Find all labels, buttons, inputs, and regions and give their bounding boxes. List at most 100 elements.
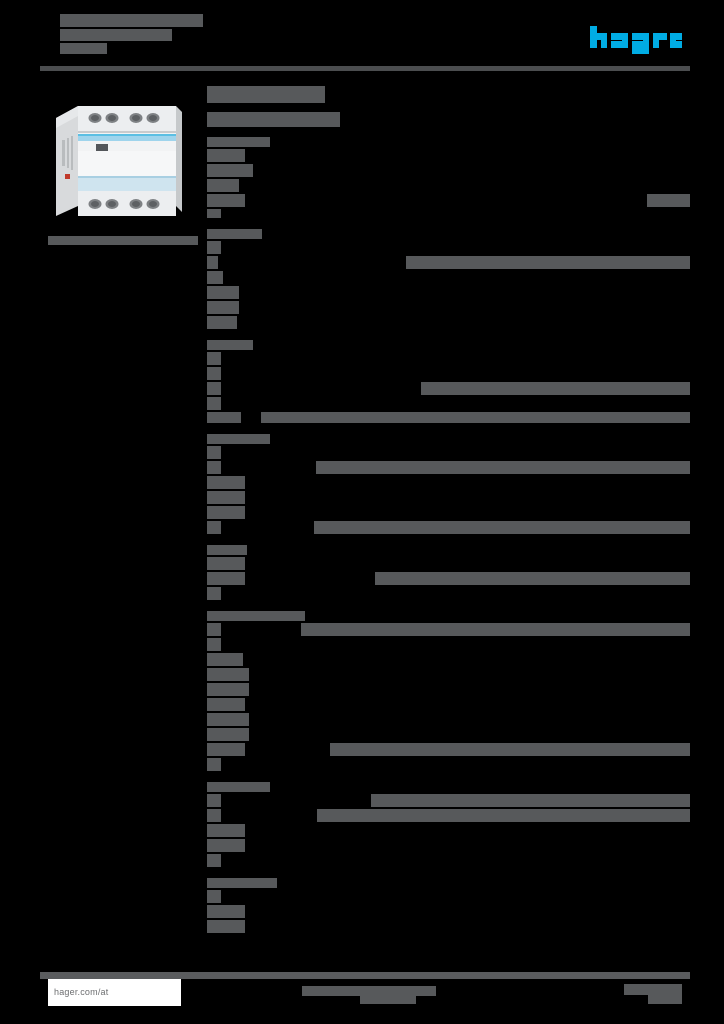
spec-row-separator bbox=[249, 713, 690, 726]
spec-row bbox=[207, 271, 690, 284]
product-reference bbox=[207, 112, 340, 127]
spec-row-separator bbox=[239, 179, 690, 192]
spec-rows bbox=[207, 794, 690, 867]
spec-row bbox=[207, 382, 690, 395]
spec-row bbox=[207, 241, 690, 254]
spec-row bbox=[207, 713, 690, 726]
footer-center-text-secondary bbox=[360, 996, 416, 1004]
section-spacer bbox=[207, 602, 690, 611]
spec-section-heading bbox=[207, 434, 270, 444]
product-image bbox=[48, 88, 198, 228]
spec-row-separator bbox=[245, 491, 690, 504]
footer-page-number bbox=[624, 984, 682, 995]
spec-row bbox=[207, 638, 690, 651]
spec-row-separator bbox=[221, 638, 690, 651]
spec-row bbox=[207, 412, 690, 423]
spec-row bbox=[207, 397, 690, 410]
spec-rows bbox=[207, 352, 690, 423]
section-spacer bbox=[207, 536, 690, 545]
spec-row-separator bbox=[245, 824, 690, 837]
spec-section bbox=[207, 878, 690, 933]
spec-row-separator bbox=[245, 920, 690, 933]
spec-row-separator bbox=[221, 461, 316, 474]
spec-section-heading bbox=[207, 611, 305, 621]
spec-row bbox=[207, 286, 690, 299]
spec-row bbox=[207, 521, 690, 534]
spec-row-value bbox=[647, 194, 690, 207]
spec-row-separator bbox=[245, 506, 690, 519]
spec-rows bbox=[207, 890, 690, 933]
page-header bbox=[0, 0, 724, 76]
spec-row-separator bbox=[245, 194, 647, 207]
spec-row-separator bbox=[245, 905, 690, 918]
spec-row-separator bbox=[239, 301, 690, 314]
spec-section bbox=[207, 545, 690, 600]
footer-page-meta bbox=[648, 995, 682, 1004]
spec-row-value bbox=[406, 256, 678, 269]
spec-row bbox=[207, 446, 690, 459]
spec-row bbox=[207, 920, 690, 933]
spec-row-separator bbox=[221, 446, 690, 459]
spec-row-separator bbox=[223, 271, 690, 284]
spec-row bbox=[207, 683, 690, 696]
spec-row-value bbox=[371, 794, 690, 807]
spec-row bbox=[207, 256, 690, 269]
spec-row bbox=[207, 728, 690, 741]
spec-row bbox=[207, 461, 690, 474]
spec-section bbox=[207, 137, 690, 218]
spec-row-separator bbox=[245, 476, 690, 489]
spec-row bbox=[207, 367, 690, 380]
spec-row-separator bbox=[245, 557, 690, 570]
spec-row-separator bbox=[221, 241, 690, 254]
spec-row bbox=[207, 557, 690, 570]
page-footer: hager.com/at bbox=[0, 972, 724, 1024]
spec-row bbox=[207, 905, 690, 918]
spec-row-separator bbox=[245, 743, 330, 756]
header-divider bbox=[40, 66, 690, 71]
spec-section-heading bbox=[207, 782, 270, 792]
spec-row bbox=[207, 149, 690, 162]
spec-row-separator bbox=[249, 668, 690, 681]
footer-divider bbox=[40, 972, 690, 979]
spec-rows bbox=[207, 623, 690, 771]
spec-rows bbox=[207, 446, 690, 534]
spec-row-separator bbox=[221, 854, 690, 867]
spec-row bbox=[207, 476, 690, 489]
footer-url[interactable]: hager.com/at bbox=[48, 979, 181, 1006]
spec-row-value bbox=[317, 809, 690, 822]
spec-row bbox=[207, 794, 690, 807]
section-spacer bbox=[207, 220, 690, 229]
spec-row-value bbox=[301, 623, 690, 636]
spec-row bbox=[207, 653, 690, 666]
spec-row-separator bbox=[221, 758, 690, 771]
spec-section-heading bbox=[207, 137, 270, 147]
spec-row-separator bbox=[249, 728, 690, 741]
hager-logo bbox=[588, 24, 684, 54]
spec-row-separator bbox=[243, 653, 690, 666]
spec-row bbox=[207, 668, 690, 681]
spec-row bbox=[207, 164, 690, 177]
spec-row bbox=[207, 809, 690, 822]
spec-sections bbox=[207, 137, 690, 933]
spec-row-separator bbox=[221, 623, 301, 636]
spec-row-separator bbox=[239, 286, 690, 299]
spec-row bbox=[207, 572, 690, 585]
spec-row bbox=[207, 623, 690, 636]
spec-rows bbox=[207, 557, 690, 600]
spec-row-value bbox=[316, 461, 690, 474]
specification-area bbox=[207, 86, 690, 935]
spec-row-separator bbox=[221, 397, 690, 410]
section-spacer bbox=[207, 425, 690, 434]
page-title bbox=[60, 14, 203, 27]
spec-rows bbox=[207, 149, 690, 218]
footer-center-text bbox=[302, 986, 436, 996]
spec-row-separator bbox=[245, 698, 690, 711]
spec-row-value bbox=[314, 521, 690, 534]
spec-row-separator bbox=[249, 683, 690, 696]
spec-row-separator bbox=[221, 809, 317, 822]
spec-section-heading bbox=[207, 229, 262, 239]
spec-row-separator bbox=[245, 839, 690, 852]
spec-row-separator bbox=[221, 890, 690, 903]
spec-row bbox=[207, 316, 690, 329]
